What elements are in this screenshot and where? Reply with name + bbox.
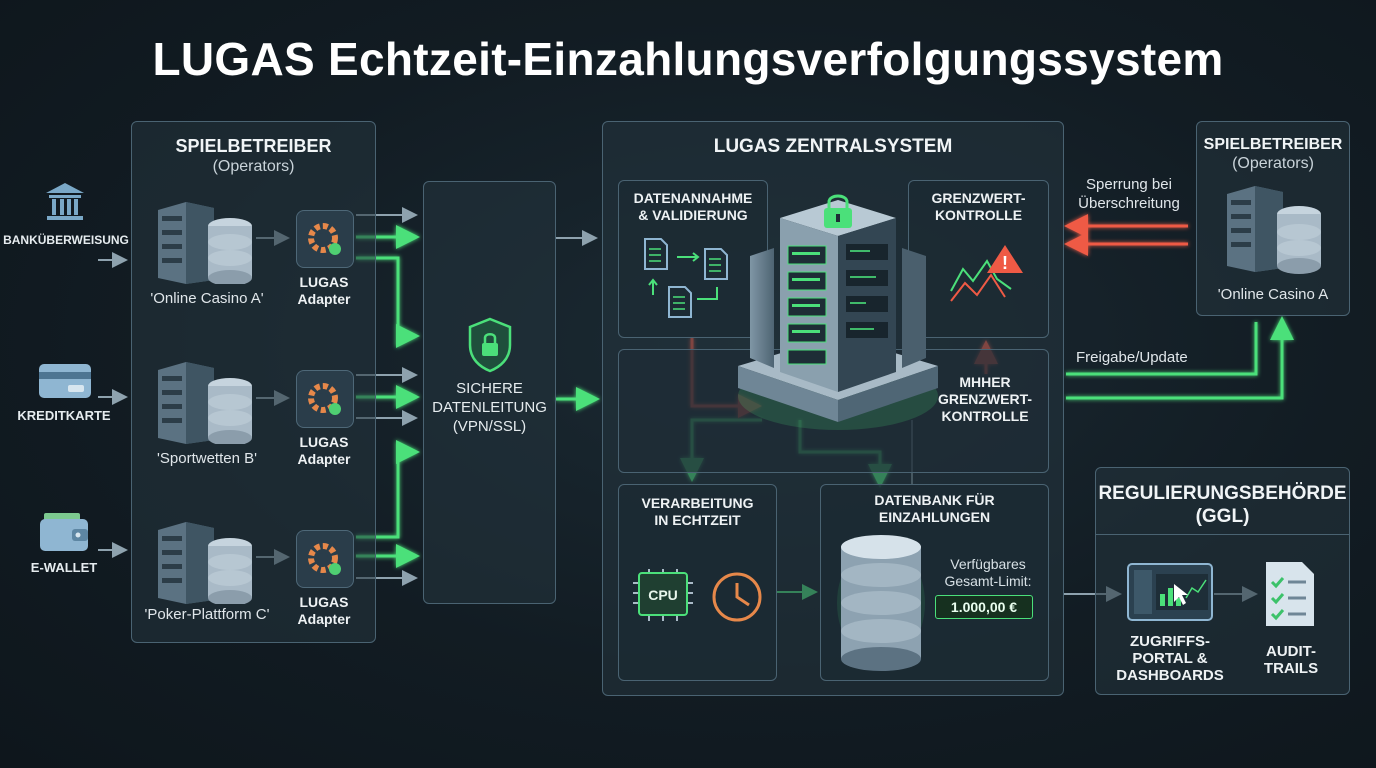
- operator-right-name: 'Online Casino A: [1217, 286, 1329, 303]
- processing-title-2: IN ECHTZEIT: [654, 512, 741, 528]
- adapter-label-3: LUGAS Adapter: [297, 594, 351, 627]
- processing-box: VERARBEITUNG IN ECHTZEIT CPU: [618, 484, 777, 681]
- wallet-icon: [40, 513, 88, 551]
- adapter-label-2: LUGAS Adapter: [297, 434, 351, 467]
- document-flow-icon: [644, 238, 728, 318]
- portal-label: ZUGRIFFS- PORTAL & DASHBOARDS: [1104, 633, 1236, 684]
- data-intake-title-1: DATENANNAHME: [633, 190, 753, 206]
- regulator-header: REGULIERUNGSBEHÖRDE (GGL): [1096, 468, 1349, 535]
- central-server-tower-icon: [738, 194, 938, 430]
- regulator-title-1: REGULIERUNGSBEHÖRDE: [1098, 483, 1347, 504]
- operator-row-3: 'Poker-Plattform C' LUGAS Adapter: [132, 520, 375, 640]
- operator-row-1: 'Online Casino A' LUGAS Adapter: [132, 200, 375, 340]
- block-label-1: Sperrung bei: [1086, 176, 1172, 193]
- server-icon: [158, 362, 252, 444]
- svg-text:!: !: [1002, 253, 1008, 273]
- audit-label-1: AUDIT-: [1266, 643, 1316, 660]
- regulator-panel: REGULIERUNGSBEHÖRDE (GGL) ZUGRIFFS- PORT…: [1095, 467, 1350, 695]
- processing-title: VERARBEITUNG IN ECHTZEIT: [619, 495, 776, 529]
- portal-label-2: PORTAL &: [1132, 650, 1208, 667]
- database-title: DATENBANK FÜR EINZAHLUNGEN: [821, 492, 1048, 526]
- operators-right-title: SPIELBETREIBER: [1203, 136, 1343, 153]
- processing-title-1: VERARBEITUNG: [641, 495, 754, 511]
- chart-warning-icon: !: [950, 245, 1023, 302]
- adapter-label-1: LUGAS Adapter: [297, 274, 351, 307]
- block-label-2: Überschreitung: [1078, 195, 1180, 212]
- cpu-label: CPU: [648, 587, 678, 603]
- adapter-gear-icon: [296, 370, 354, 428]
- credit-card-icon: [39, 364, 91, 398]
- limit-check-title-2: KONTROLLE: [934, 207, 1023, 223]
- server-icon: [158, 202, 252, 284]
- operators-right-subtitle: (Operators): [1232, 155, 1314, 172]
- database-box: DATENBANK FÜR EINZAHLUNGEN Verfügbares G…: [820, 484, 1049, 681]
- limit-check-2-label-1: MHHER: [959, 374, 1011, 390]
- operators-left-subtitle: (Operators): [212, 158, 295, 175]
- available-limit-label-2: Gesamt-Limit:: [944, 573, 1032, 589]
- bank-transfer-label: BANKÜBERWEISUNG: [3, 233, 129, 247]
- limit-value-badge: 1.000,00 €: [935, 595, 1033, 619]
- data-intake-title: DATENANNAHME & VALIDIERUNG: [619, 190, 767, 224]
- secure-line-label-3: (VPN/SSL): [452, 418, 527, 435]
- audit-label: AUDIT- TRAILS: [1246, 643, 1336, 677]
- adapter-gear-icon: [296, 210, 354, 268]
- operators-right-panel: SPIELBETREIBER (Operators) 'Online Casin…: [1196, 121, 1350, 316]
- regulator-title: REGULIERUNGSBEHÖRDE (GGL): [1096, 482, 1349, 528]
- operator-name-3: 'Poker-Plattform C': [144, 606, 270, 623]
- credit-card-label: KREDITKARTE: [17, 408, 111, 423]
- server-icon: [158, 522, 252, 604]
- audit-checklist-icon: [1266, 562, 1314, 626]
- limit-check-title: GRENZWERT- KONTROLLE: [909, 190, 1048, 224]
- shield-lock-icon: [468, 317, 512, 373]
- block-label: Sperrung bei Überschreitung: [1066, 175, 1192, 213]
- server-icon: [1227, 186, 1321, 274]
- secure-line-panel: SICHERE DATENLEITUNG (VPN/SSL): [423, 181, 556, 604]
- limit-check-2-label-2: GRENZWERT-: [937, 391, 1033, 407]
- ewallet-label: E-WALLET: [30, 560, 98, 575]
- database-title-1: DATENBANK FÜR: [874, 492, 995, 508]
- data-intake-title-2: & VALIDIERUNG: [638, 207, 748, 223]
- secure-line-label-1: SICHERE: [456, 380, 523, 397]
- cpu-clock-icon: [633, 569, 762, 622]
- audit-label-2: TRAILS: [1263, 660, 1319, 677]
- available-limit-label-1: Verfügbares: [950, 556, 1026, 572]
- operators-left-panel: SPIELBETREIBER (Operators) 'Online Casin…: [131, 121, 376, 643]
- dashboard-monitor-icon: [1127, 563, 1213, 621]
- adapter-gear-icon: [296, 530, 354, 588]
- portal-label-3: DASHBOARDS: [1116, 667, 1224, 684]
- portal-label-1: ZUGRIFFS-: [1130, 633, 1210, 650]
- operators-left-title: SPIELBETREIBER: [175, 136, 332, 156]
- regulator-title-2: (GGL): [1195, 506, 1250, 527]
- limit-check-2-label: MHHER GRENZWERT- KONTROLLE: [925, 374, 1045, 425]
- limit-check-box: GRENZWERT- KONTROLLE !: [908, 180, 1049, 338]
- secure-line-label: SICHERE DATENLEITUNG (VPN/SSL): [424, 379, 555, 436]
- operator-row-2: 'Sportwetten B' LUGAS Adapter: [132, 360, 375, 500]
- bank-icon: [46, 183, 84, 220]
- database-title-2: EINZAHLUNGEN: [878, 509, 991, 525]
- limit-check-title-1: GRENZWERT-: [931, 190, 1026, 206]
- secure-line-label-2: DATENLEITUNG: [432, 399, 547, 416]
- operator-name-1: 'Online Casino A': [150, 290, 264, 307]
- page-title: LUGAS Echtzeit-Einzahlungsverfolgungssys…: [152, 33, 1224, 85]
- operator-name-2: 'Sportwetten B': [157, 450, 257, 467]
- available-limit-label: Verfügbares Gesamt-Limit:: [933, 556, 1043, 590]
- central-system-title: LUGAS ZENTRALSYSTEM: [713, 136, 953, 157]
- limit-check-2-label-3: KONTROLLE: [941, 408, 1029, 424]
- release-update-label: Freigabe/Update: [1076, 349, 1188, 366]
- database-icon: [837, 535, 925, 671]
- data-intake-box: DATENANNAHME & VALIDIERUNG: [618, 180, 768, 338]
